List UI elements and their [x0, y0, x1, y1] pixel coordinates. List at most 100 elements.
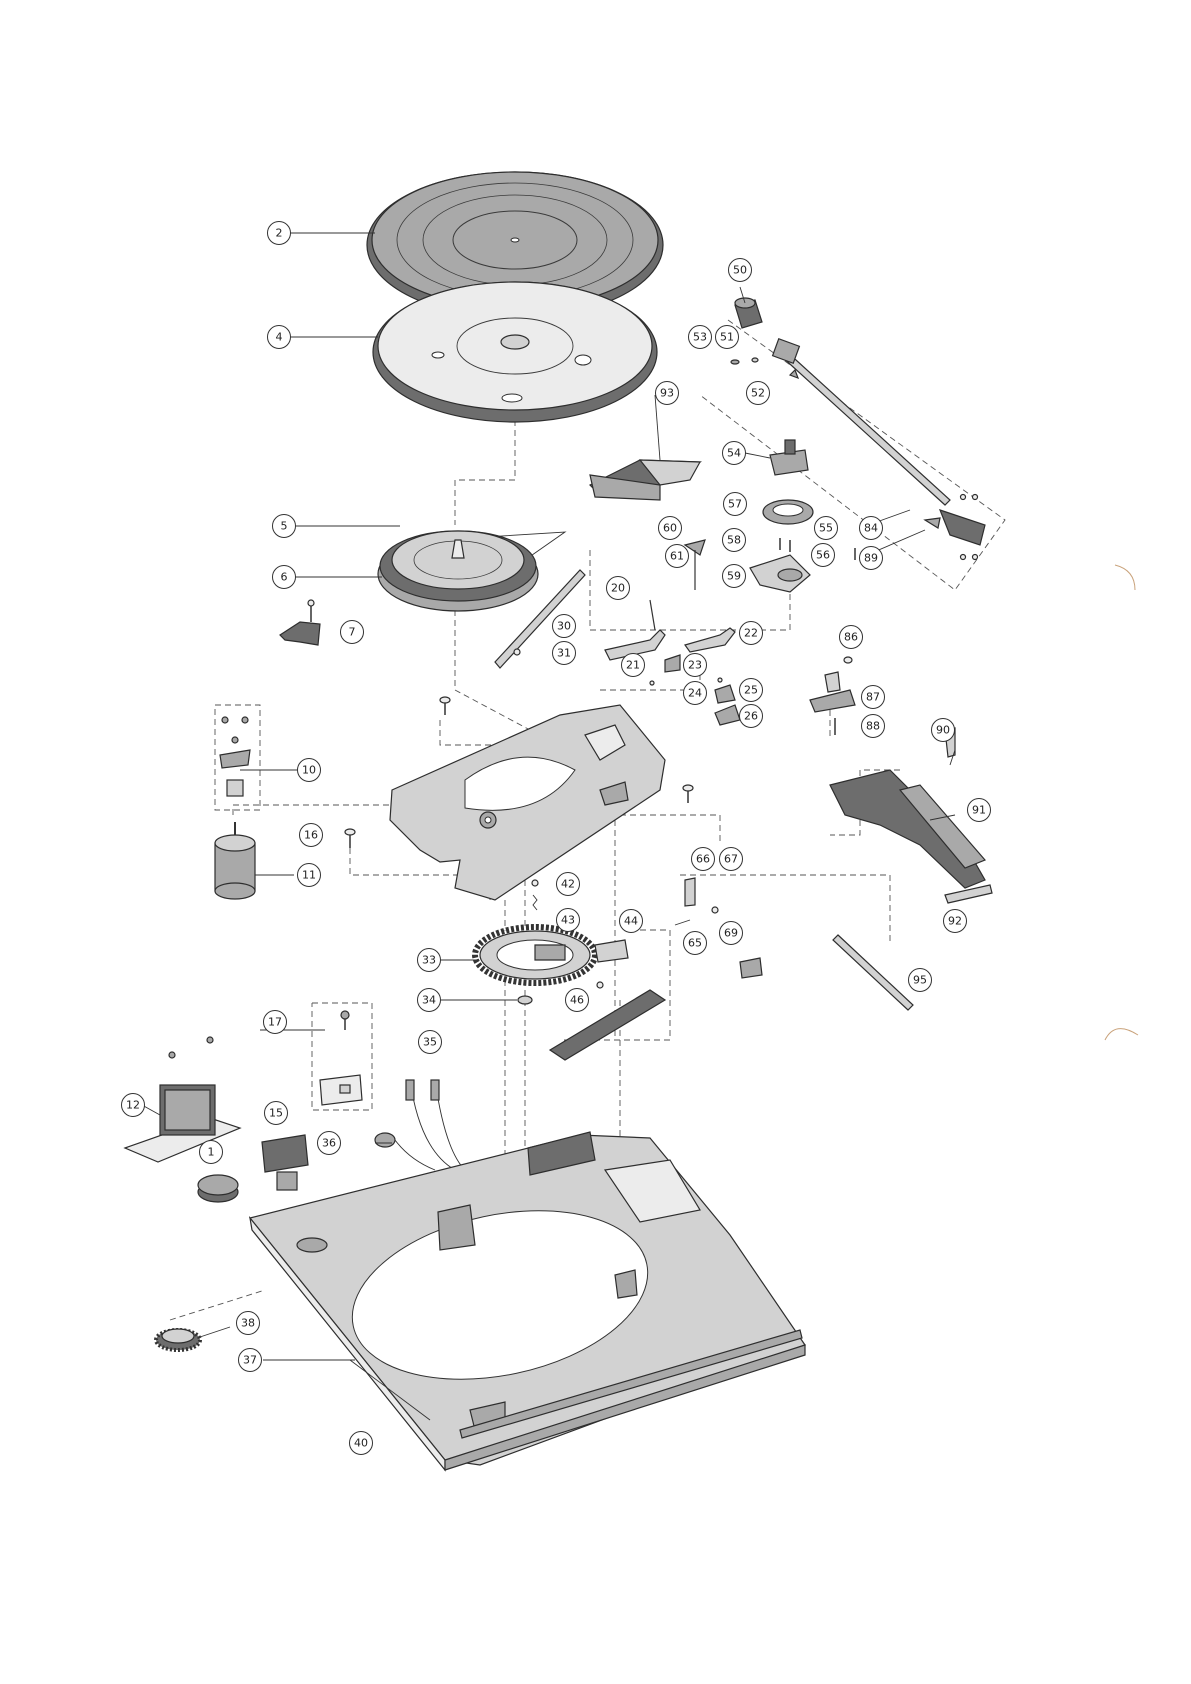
callout-label: 53: [693, 331, 707, 344]
callout-label: 44: [624, 915, 638, 928]
callout-label: 23: [688, 659, 702, 672]
callout-label: 26: [744, 710, 758, 723]
callout-label: 36: [322, 1137, 336, 1150]
callout-61: 61: [666, 545, 689, 568]
base-59: [750, 555, 810, 592]
washer-34: [518, 996, 532, 1004]
callout-21: 21: [622, 654, 645, 677]
callout-label: 92: [948, 915, 962, 928]
screw-16: [345, 829, 355, 848]
callout-17: 17: [264, 1011, 287, 1034]
callout-30: 30: [553, 615, 576, 638]
callout-90: 90: [932, 719, 955, 742]
callout-label: 35: [423, 1036, 437, 1049]
callout-label: 54: [727, 447, 741, 460]
callout-label: 17: [268, 1016, 282, 1029]
callout-11: 11: [298, 864, 321, 887]
callout-label: 91: [972, 804, 986, 817]
callout-25: 25: [740, 679, 763, 702]
callout-label: 61: [670, 550, 684, 563]
callout-42: 42: [557, 873, 580, 896]
callout-label: 50: [733, 264, 747, 277]
callout-label: 58: [727, 534, 741, 547]
callout-label: 15: [269, 1107, 283, 1120]
callout-54: 54: [723, 442, 746, 465]
callout-91: 91: [968, 799, 991, 822]
callout-label: 57: [728, 498, 742, 511]
callout-55: 55: [815, 517, 838, 540]
callout-24: 24: [684, 682, 707, 705]
sub-platter: [378, 531, 538, 611]
callout-label: 12: [126, 1099, 140, 1112]
callout-50: 50: [729, 259, 752, 282]
callout-label: 2: [276, 227, 283, 240]
motor-bracket-10: [220, 717, 250, 796]
callout-label: 90: [936, 724, 950, 737]
callout-label: 16: [304, 829, 318, 842]
bracket-87: [810, 657, 855, 735]
callout-label: 40: [354, 1437, 368, 1450]
callout-36: 36: [318, 1132, 341, 1155]
callout-84: 84: [860, 517, 883, 540]
callout-label: 24: [688, 687, 702, 700]
callout-57: 57: [724, 493, 747, 516]
callout-56: 56: [812, 544, 835, 567]
callout-label: 59: [727, 570, 741, 583]
callout-46: 46: [566, 989, 589, 1012]
switch-66-67: [675, 878, 718, 925]
callout-89: 89: [860, 547, 883, 570]
callout-43: 43: [557, 909, 580, 932]
callout-label: 20: [611, 582, 625, 595]
callout-26: 26: [740, 705, 763, 728]
callout-37: 37: [239, 1349, 262, 1372]
tonearm-tube: [773, 339, 950, 505]
callout-label: 67: [724, 853, 738, 866]
callout-label: 1: [208, 1146, 215, 1159]
callout-87: 87: [862, 686, 885, 709]
callout-label: 33: [422, 954, 436, 967]
callout-51: 51: [716, 326, 739, 349]
callout-label: 93: [660, 387, 674, 400]
callout-88: 88: [862, 715, 885, 738]
cue-lever-60: [685, 540, 705, 590]
callout-label: 52: [751, 387, 765, 400]
callout-38: 38: [237, 1312, 260, 1335]
callout-label: 86: [844, 631, 858, 644]
callout-label: 30: [557, 620, 571, 633]
callout-label: 6: [281, 571, 288, 584]
callout-33: 33: [418, 949, 441, 972]
callout-label: 34: [422, 994, 436, 1007]
callout-label: 95: [913, 974, 927, 987]
arm-rest-91: [830, 728, 992, 903]
callout-16: 16: [300, 824, 323, 847]
callout-95: 95: [909, 969, 932, 992]
callout-label: 22: [744, 627, 758, 640]
callout-7: 7: [341, 621, 364, 644]
margin-marks: [1105, 565, 1138, 1040]
motor-11: [215, 822, 255, 899]
callout-label: 25: [744, 684, 758, 697]
callout-label: 46: [570, 994, 584, 1007]
bracket-44: [595, 940, 628, 988]
rca-cables-35: [406, 1080, 465, 1170]
callout-23: 23: [684, 654, 707, 677]
callout-label: 10: [302, 764, 316, 777]
callout-44: 44: [620, 910, 643, 933]
callout-label: 42: [561, 878, 575, 891]
plinth-37: [250, 1132, 805, 1470]
switch-15: [262, 1135, 308, 1190]
headshell-84: [925, 495, 985, 560]
mains-plug-36: [375, 1133, 435, 1170]
callout-label: 11: [302, 869, 316, 882]
callout-67: 67: [720, 848, 743, 871]
callout-86: 86: [840, 626, 863, 649]
callout-92: 92: [944, 910, 967, 933]
callout-10: 10: [298, 759, 321, 782]
callout-65: 65: [684, 932, 707, 955]
callout-label: 87: [866, 691, 880, 704]
chassis-plate: [390, 705, 665, 900]
platter: [373, 282, 657, 422]
callout-2: 2: [268, 222, 291, 245]
counterweight-50: [735, 298, 762, 328]
callout-35: 35: [419, 1031, 442, 1054]
